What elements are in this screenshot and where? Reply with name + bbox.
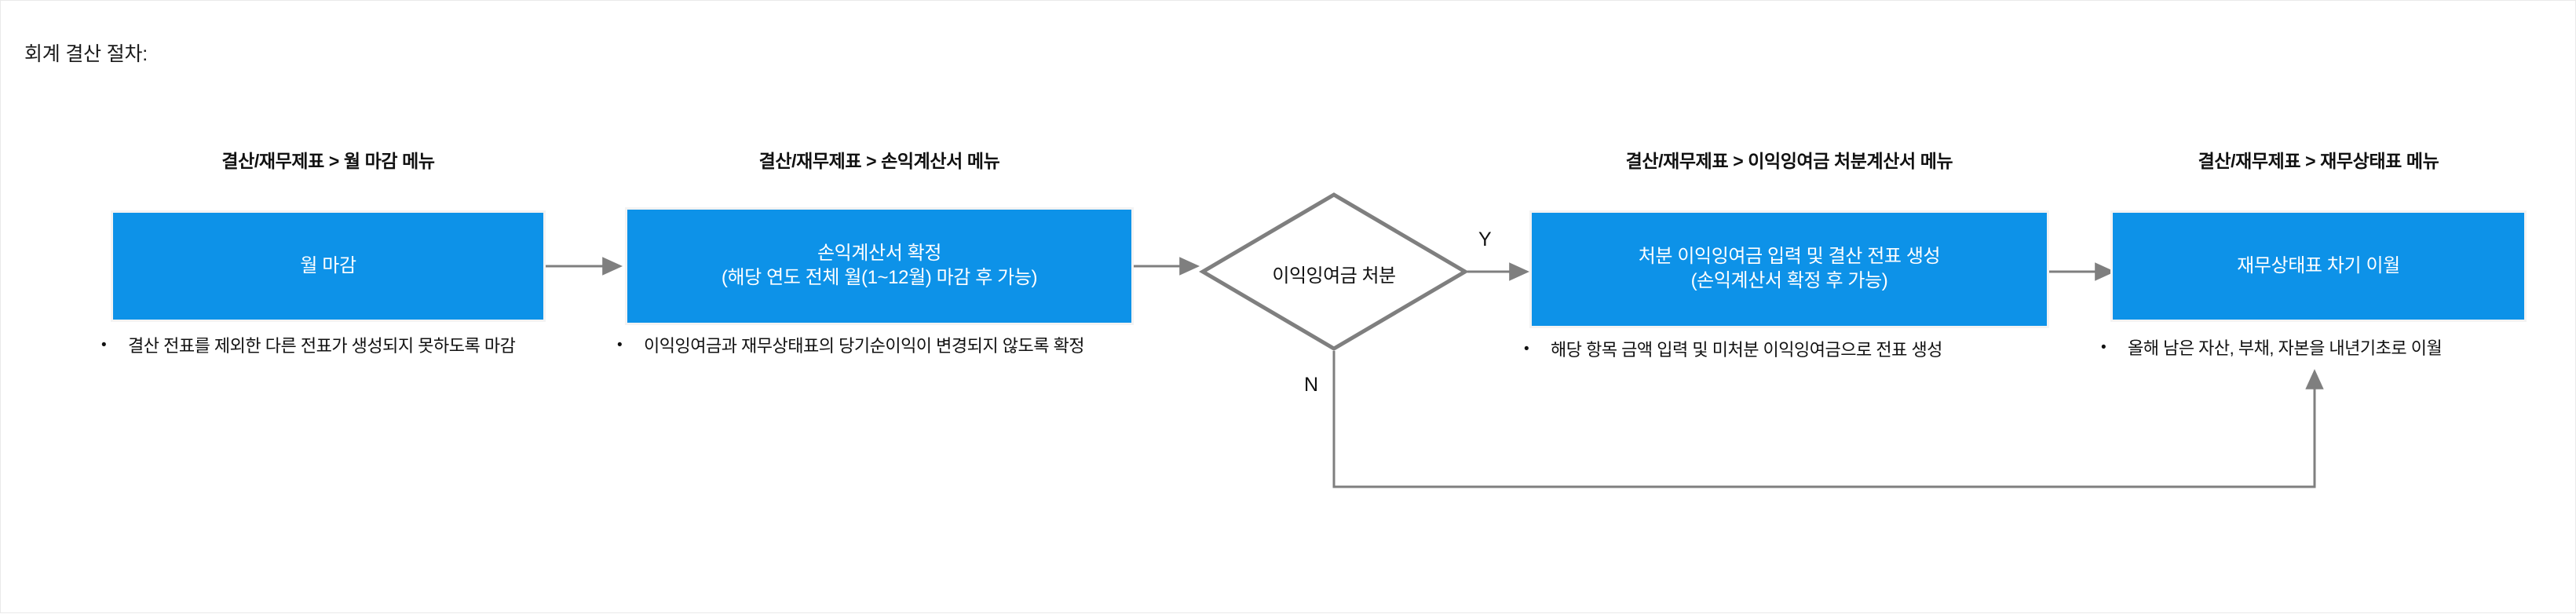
bullet-text-month-close: 결산 전표를 제외한 다른 전표가 생성되지 못하도록 마감	[128, 336, 516, 356]
branch-label-yes: Y	[1478, 228, 1492, 250]
process-label-retained-earnings-line1: 처분 이익잉여금 입력 및 결산 전표 생성	[1638, 246, 1941, 268]
bullet-item-balance-sheet: • 올해 남은 자산, 부채, 자본을 내년기초로 이월	[2101, 337, 2470, 360]
decision-diamond-retained-earnings[interactable]: 이익잉여금 처분	[1199, 192, 1469, 351]
bullet-text-retained-earnings: 해당 항목 금액 입력 및 미처분 이익잉여금으로 전표 생성	[1551, 340, 1942, 360]
process-box-income-statement[interactable]: 손익계산서 확정 (해당 연도 전체 월(1~12월) 마감 후 가능)	[625, 207, 1134, 325]
node-header-balance-sheet: 결산/재무제표 > 재무상태표 메뉴	[2198, 151, 2439, 171]
decision-label-retained-earnings: 이익잉여금 처분	[1272, 265, 1396, 287]
process-label-income-statement-line1: 손익계산서 확정	[817, 243, 942, 265]
bullet-item-month-close: • 결산 전표를 제외한 다른 전표가 생성되지 못하도록 마감	[101, 334, 538, 357]
process-label-income-statement-line2: (해당 연도 전체 월(1~12월) 마감 후 가능)	[721, 267, 1038, 288]
connector-decision-no-to-balance-sheet	[1332, 351, 2324, 488]
process-label-month-close: 월 마감	[300, 254, 356, 276]
bullet-marker-icon: •	[1524, 341, 1529, 357]
bullet-text-balance-sheet: 올해 남은 자산, 부채, 자본을 내년기초로 이월	[2128, 338, 2443, 358]
process-box-month-close[interactable]: 월 마감	[111, 210, 546, 322]
bullet-item-income-statement: • 이익잉여금과 재무상태표의 당기순이익이 변경되지 않도록 확정	[617, 334, 1088, 357]
branch-label-no: N	[1304, 374, 1319, 396]
process-box-balance-sheet[interactable]: 재무상태표 차기 이월	[2110, 210, 2527, 322]
page-title: 회계 결산 절차:	[24, 43, 148, 65]
bullet-text-income-statement: 이익잉여금과 재무상태표의 당기순이익이 변경되지 않도록 확정	[644, 336, 1085, 356]
bullet-marker-icon: •	[2101, 339, 2106, 356]
node-header-month-close: 결산/재무제표 > 월 마감 메뉴	[221, 151, 435, 171]
bullet-item-retained-earnings: • 해당 항목 금액 입력 및 미처분 이익잉여금으로 전표 생성	[1524, 338, 2017, 361]
bullet-marker-icon: •	[101, 337, 107, 353]
bullet-marker-icon: •	[617, 337, 623, 353]
node-header-retained-earnings: 결산/재무제표 > 이익잉여금 처분계산서 메뉴	[1625, 151, 1953, 171]
node-header-income-statement: 결산/재무제표 > 손익계산서 메뉴	[758, 151, 1000, 171]
process-label-retained-earnings-line2: (손익계산서 확정 후 가능)	[1690, 270, 1888, 291]
process-box-retained-earnings[interactable]: 처분 이익잉여금 입력 및 결산 전표 생성 (손익계산서 확정 후 가능)	[1529, 210, 2049, 328]
process-label-balance-sheet: 재무상태표 차기 이월	[2237, 254, 2400, 276]
